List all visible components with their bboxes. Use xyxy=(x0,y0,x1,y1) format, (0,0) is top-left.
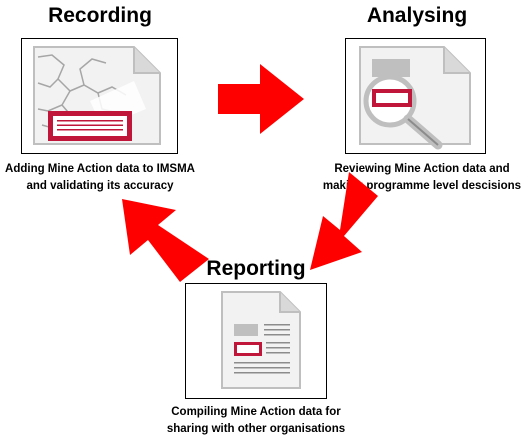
analysing-frame xyxy=(345,38,486,154)
map-document-icon xyxy=(33,46,161,145)
reporting-caption-line1: Compiling Mine Action data for xyxy=(171,406,341,418)
analysing-title: Analysing xyxy=(366,4,468,27)
recording-frame xyxy=(21,38,178,154)
arrow-right-icon xyxy=(218,64,304,134)
reporting-caption: Compiling Mine Action data for sharing w… xyxy=(156,404,356,438)
recording-caption-line1: Adding Mine Action data to IMSMA xyxy=(5,163,195,175)
analysing-caption: Reviewing Mine Action data and making pr… xyxy=(322,161,522,195)
recording-caption: Adding Mine Action data to IMSMA and val… xyxy=(0,161,200,195)
report-document-icon xyxy=(221,291,301,389)
recording-title: Recording xyxy=(48,4,152,27)
reporting-frame xyxy=(185,283,327,399)
recording-caption-line2: and validating its accuracy xyxy=(26,180,174,192)
reporting-title: Reporting xyxy=(206,257,306,280)
analysing-caption-line2: making programme level descisions xyxy=(322,180,522,192)
arrow-up-left-icon xyxy=(122,199,209,282)
analysing-caption-line1: Reviewing Mine Action data and xyxy=(334,163,510,175)
magnifier-document-icon xyxy=(359,46,471,150)
reporting-caption-line2: sharing with other organisations xyxy=(166,423,346,435)
arrow-down-left-icon xyxy=(310,172,378,270)
